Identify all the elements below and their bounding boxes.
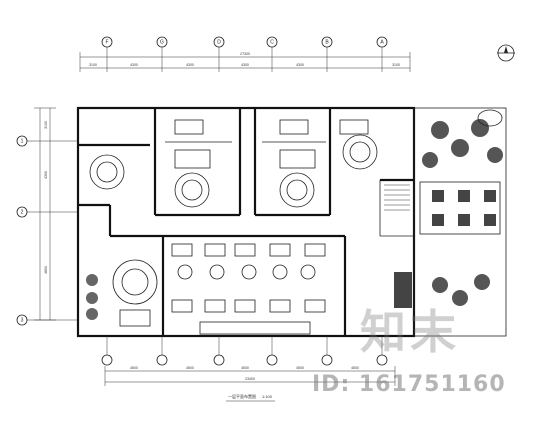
bottom-dim-3: 4500 [241,366,249,370]
grid-label-left-3: 3 [21,317,24,323]
bottom-dimension-lines [104,366,396,386]
bottom-dim-5: 4500 [351,366,359,370]
top-dim-4: 4300 [241,63,249,67]
building-outline [76,106,507,338]
left-dimension-lines [34,107,56,321]
grid-label-left-2: 2 [21,209,24,215]
top-total-dim: 27300 [240,52,250,56]
bottom-dimension-texts: 23400 4500 4500 4500 4500 4500 [130,366,359,381]
left-dim-1: 3100 [44,121,48,129]
drawing-title: 一层平面布置图 1:100 [226,393,275,402]
lounge-furniture [119,119,369,327]
drawing-title-text: 一层平面布置图 [228,393,256,399]
bottom-dim-1: 4500 [130,366,138,370]
grid-label-top-6: A [380,39,384,45]
stairs [384,184,410,211]
top-dim-1: 3100 [89,63,97,67]
north-arrow-icon [497,44,515,62]
left-grid-bubbles: 1 2 3 [16,135,78,326]
top-dimension-texts: 27300 3100 4300 4300 4300 4300 3100 [89,52,400,67]
drawing-scale-text: 1:100 [262,394,273,399]
grid-label-top-2: G [160,39,164,45]
grid-label-top-4: C [270,39,274,45]
top-dimension-lines [79,52,411,72]
left-dimension-texts: 3100 4300 4800 [44,121,48,274]
watermark-id: ID: 161751160 [312,372,506,397]
top-grid-bubbles: F G D C B A [101,36,388,72]
interior-walls [78,108,414,336]
grid-label-top-5: B [325,39,329,45]
grid-label-top-3: D [217,39,221,45]
bottom-dim-2: 4500 [186,366,194,370]
left-dim-2: 4300 [44,171,48,179]
top-dim-2: 4300 [130,63,138,67]
round-tables [89,134,378,305]
garden-area [394,109,503,308]
hall-tables [171,243,326,335]
top-dim-3: 4300 [186,63,194,67]
left-planters [86,274,98,320]
grid-label-left-1: 1 [21,138,24,144]
grid-label-top-1: F [105,39,108,45]
left-dim-3: 4800 [44,266,48,274]
top-dim-6: 3100 [392,63,400,67]
bottom-total-dim: 23400 [245,377,255,381]
bottom-grid-bubbles [101,336,388,366]
watermark-brand: 知末 [360,305,460,359]
bottom-dim-4: 4500 [296,366,304,370]
top-dim-5: 4300 [296,63,304,67]
